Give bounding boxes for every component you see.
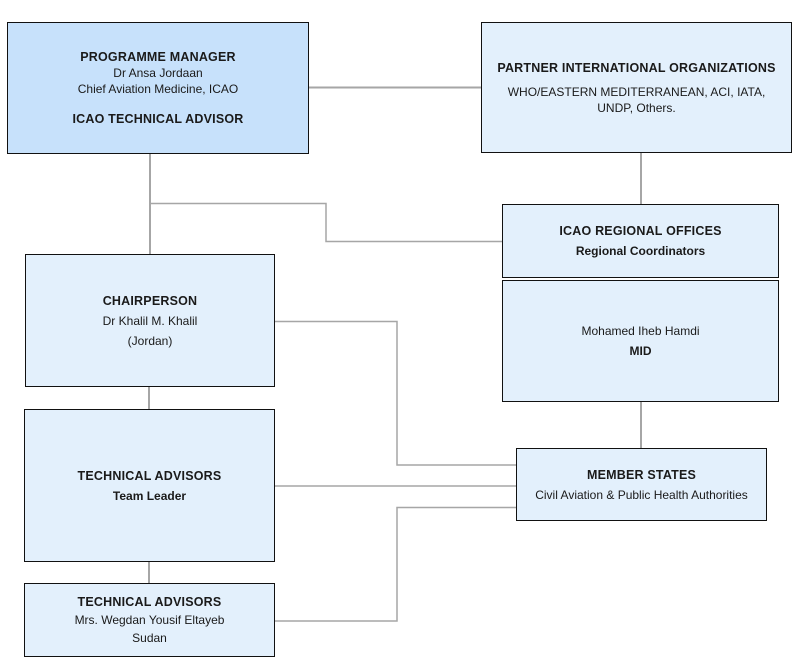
node-person-name: Dr Ansa Jordaan: [113, 66, 203, 80]
edge-techmember-memberstates: [274, 506, 517, 622]
node-person-name: Mohamed Iheb Hamdi: [581, 324, 700, 338]
node-country: (Jordan): [127, 333, 173, 348]
node-member-states: MEMBER STATES Civil Aviation & Public He…: [516, 448, 767, 521]
node-chairperson: CHAIRPERSON Dr Khalil M. Khalil (Jordan): [25, 254, 275, 387]
node-subtitle: ICAO TECHNICAL ADVISOR: [72, 112, 244, 126]
node-regional-offices: ICAO REGIONAL OFFICES Regional Coordinat…: [502, 204, 779, 278]
node-technical-advisors-lead: TECHNICAL ADVISORS Team Leader: [24, 409, 275, 562]
edge-chair-memberstates: [274, 320, 517, 466]
node-title: MEMBER STATES: [586, 467, 697, 482]
node-title: PROGRAMME MANAGER: [80, 50, 236, 64]
node-partner-organizations: PARTNER INTERNATIONAL ORGANIZATIONS WHO/…: [481, 22, 792, 153]
node-person-name: Dr Khalil M. Khalil: [102, 313, 198, 328]
node-region: MID: [629, 344, 652, 358]
node-title: TECHNICAL ADVISORS: [77, 595, 222, 609]
node-text-line: WHO/EASTERN MEDITERRANEAN, ACI, IATA,: [507, 84, 766, 99]
node-programme-manager: PROGRAMME MANAGER Dr Ansa Jordaan Chief …: [7, 22, 309, 154]
node-person-name: Mrs. Wegdan Yousif Eltayeb: [74, 613, 225, 627]
node-subtitle: Regional Coordinators: [575, 244, 706, 258]
node-subtitle: Team Leader: [112, 488, 187, 503]
edge-manager-regional: [150, 202, 502, 243]
node-technical-advisors-member: TECHNICAL ADVISORS Mrs. Wegdan Yousif El…: [24, 583, 275, 657]
node-mid-coordinator: Mohamed Iheb Hamdi MID: [502, 280, 779, 402]
node-subtitle: Civil Aviation & Public Health Authoriti…: [535, 487, 748, 502]
node-country: Sudan: [132, 631, 167, 645]
node-title: ICAO REGIONAL OFFICES: [559, 224, 722, 238]
node-title: TECHNICAL ADVISORS: [77, 468, 222, 483]
node-title: CHAIRPERSON: [102, 293, 198, 308]
node-title: PARTNER INTERNATIONAL ORGANIZATIONS: [497, 60, 776, 75]
node-person-role: Chief Aviation Medicine, ICAO: [77, 82, 239, 96]
node-text-line: UNDP, Others.: [597, 100, 676, 115]
